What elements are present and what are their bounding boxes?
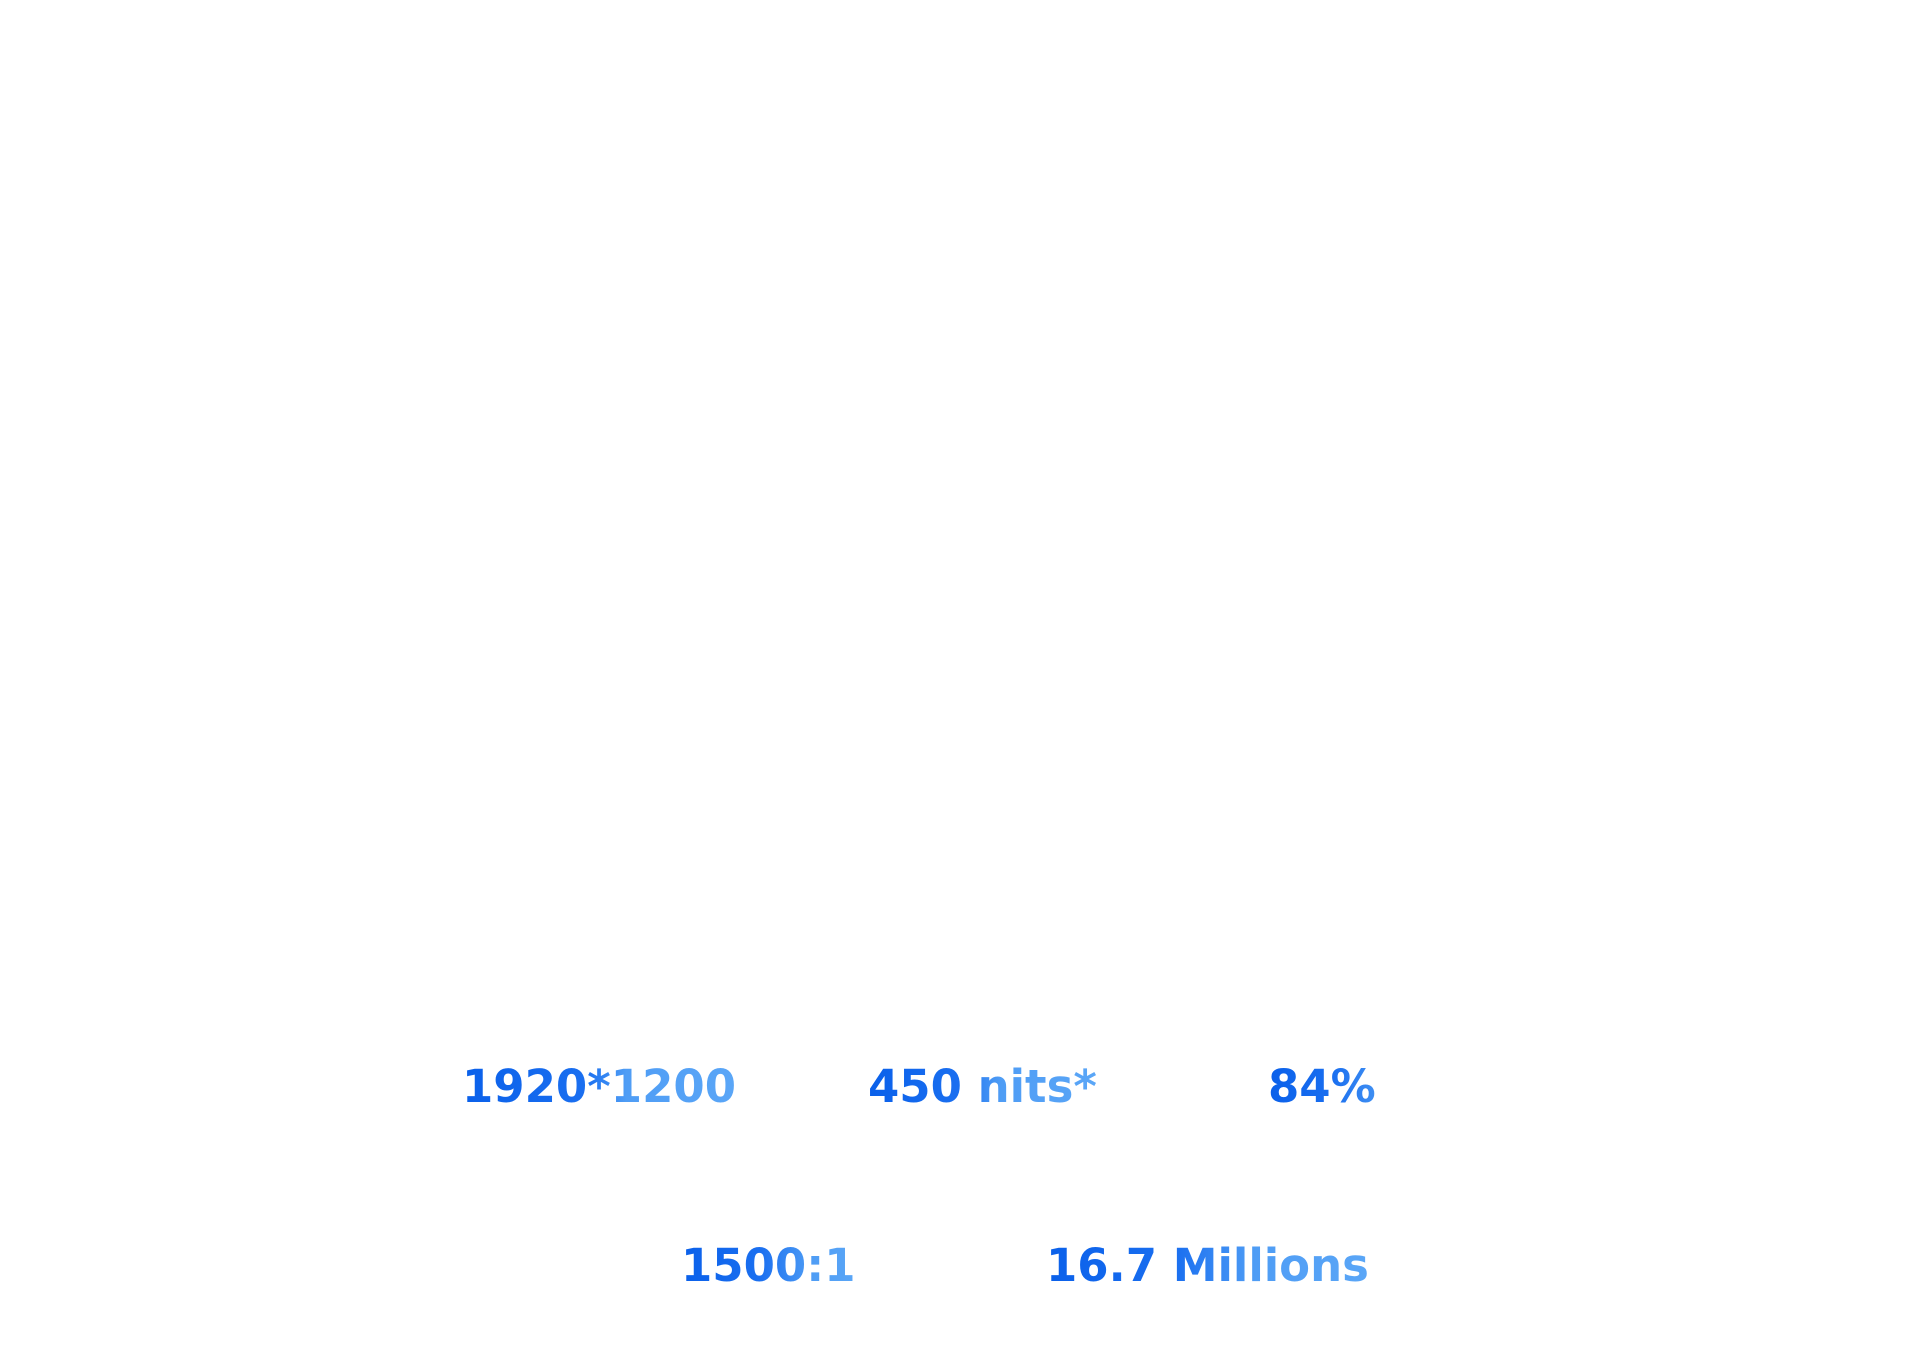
spec-contrast-ratio: 1500:1 [681, 1239, 856, 1292]
spec-color-count: 16.7 Millions [1046, 1239, 1369, 1292]
spec-brightness: 450 nits* [868, 1060, 1097, 1113]
spec-color-gamut: 84% [1268, 1060, 1376, 1113]
spec-resolution: 1920*1200 [462, 1060, 737, 1113]
